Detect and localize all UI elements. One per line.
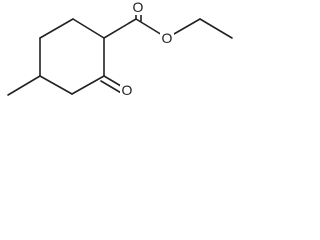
bond-c1-ester-carbon [103,18,137,39]
ester-carbonyl-oxygen: O [131,0,145,15]
bond-ch2-ch3 [199,18,233,39]
ketone-oxygen: O [120,82,134,98]
bond-c1-c2 [72,18,105,39]
ketone-oxygen-label: O [122,82,133,98]
ether-oxygen-label: O [162,30,173,46]
bond-methyl [7,75,41,96]
bond-c4-c5 [39,75,73,95]
bond-c5-c6 [71,75,105,95]
bond-ketone-b [100,80,124,95]
chemical-structure-diagram: O O O [7,0,233,98]
ester-carbonyl-oxygen-label: O [133,0,144,15]
bond-c2-c3 [39,18,74,39]
ether-oxygen: O [160,30,174,46]
